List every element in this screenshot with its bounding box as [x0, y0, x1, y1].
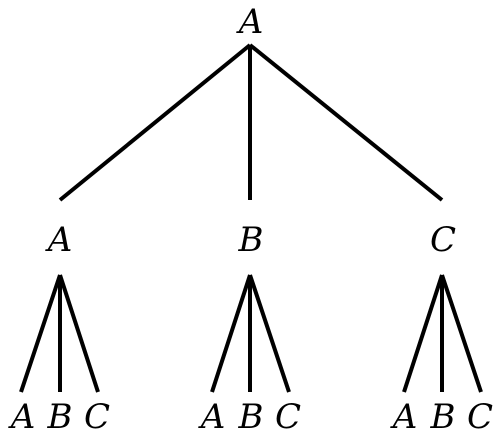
leaf-a-b-label: B — [47, 397, 73, 437]
leaf-c-a-label: A — [390, 397, 418, 437]
edge-c-to-c — [440, 274, 483, 393]
leaf-a-a-label: A — [8, 397, 36, 437]
node-c-label: C — [430, 220, 456, 260]
edge-b-to-c — [248, 274, 291, 393]
leaf-a-c-label: C — [84, 397, 110, 437]
edge-b-to-a — [210, 274, 252, 393]
root-node-label: A — [236, 2, 264, 42]
edge-a-to-c — [58, 274, 100, 393]
leaf-b-c-label: C — [275, 397, 301, 437]
edge-a-to-a — [19, 274, 62, 393]
node-a-label: A — [45, 220, 73, 260]
leaf-c-b-label: B — [430, 397, 456, 437]
edge-root-to-c — [248, 43, 444, 202]
node-b-label: B — [238, 220, 264, 260]
edge-root-to-a — [58, 43, 252, 202]
leaf-b-a-label: A — [198, 397, 226, 437]
leaf-c-c-label: C — [467, 397, 493, 437]
leaf-b-b-label: B — [238, 397, 264, 437]
edge-c-to-a — [402, 274, 444, 393]
